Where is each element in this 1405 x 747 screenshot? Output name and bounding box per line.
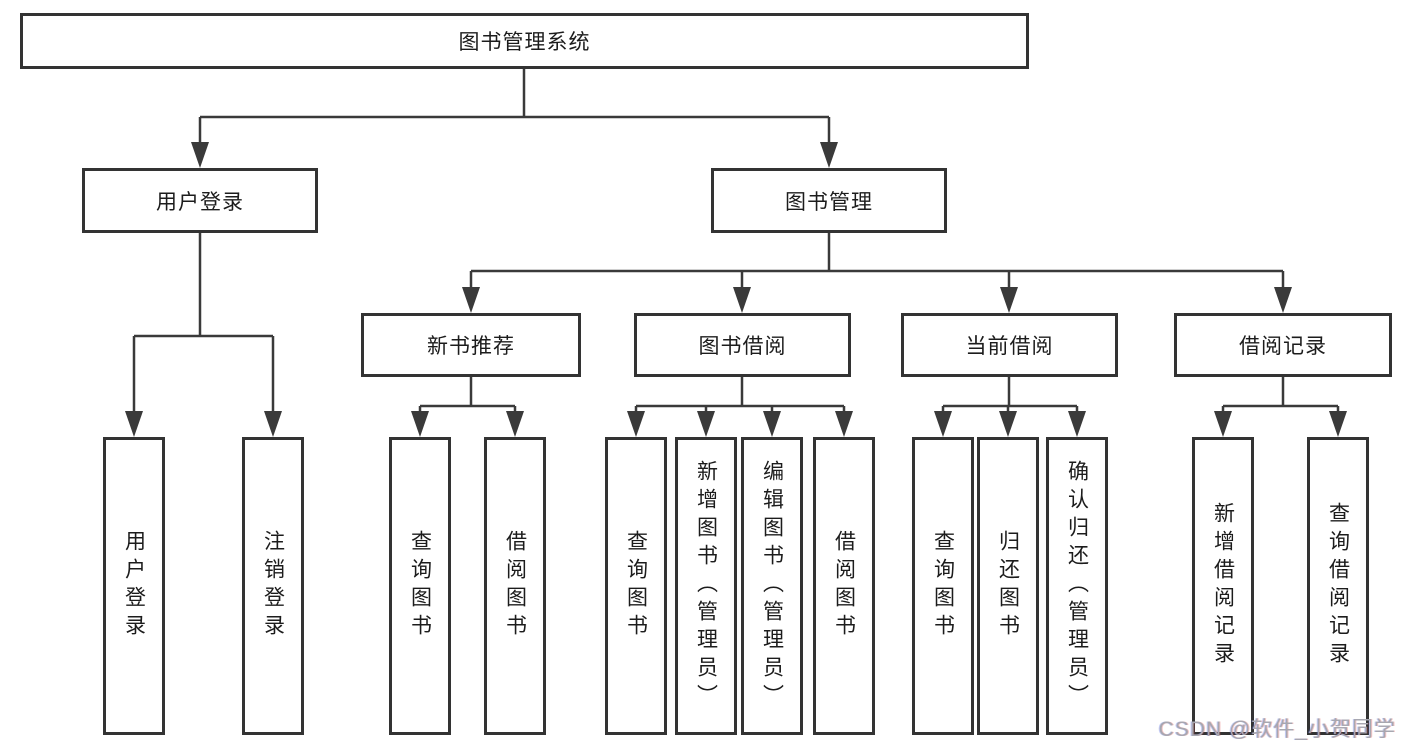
leaf-query-borrow-record: 查询借阅记录 [1307,437,1369,735]
leaf-borrow-book-recommend: 借阅图书 [484,437,546,735]
node-new-book-recommend: 新书推荐 [361,313,581,377]
edge-paths [132,69,1340,413]
csdn-watermark: CSDN @软件_小贺同学 [1158,718,1396,741]
leaf-borrow-book: 借阅图书 [813,437,875,735]
leaf-logout: 注销登录 [242,437,304,735]
node-current-borrow: 当前借阅 [901,313,1118,377]
leaf-query-book-borrow: 查询图书 [605,437,667,735]
leaf-confirm-return-admin: 确认归还（管理员） [1046,437,1108,735]
node-user-login: 用户登录 [82,168,318,233]
leaf-add-book-admin: 新增图书（管理员） [675,437,737,735]
node-borrow-records: 借阅记录 [1174,313,1392,377]
node-book-borrow: 图书借阅 [634,313,851,377]
leaf-query-book-current: 查询图书 [912,437,974,735]
leaf-query-book-recommend: 查询图书 [389,437,451,735]
arrowhead-icons [125,142,1347,437]
node-book-management: 图书管理 [711,168,947,233]
leaf-user-login: 用户登录 [103,437,165,735]
leaf-edit-book-admin: 编辑图书（管理员） [741,437,803,735]
leaf-return-book: 归还图书 [977,437,1039,735]
leaf-add-borrow-record: 新增借阅记录 [1192,437,1254,735]
node-root-system: 图书管理系统 [20,13,1029,69]
